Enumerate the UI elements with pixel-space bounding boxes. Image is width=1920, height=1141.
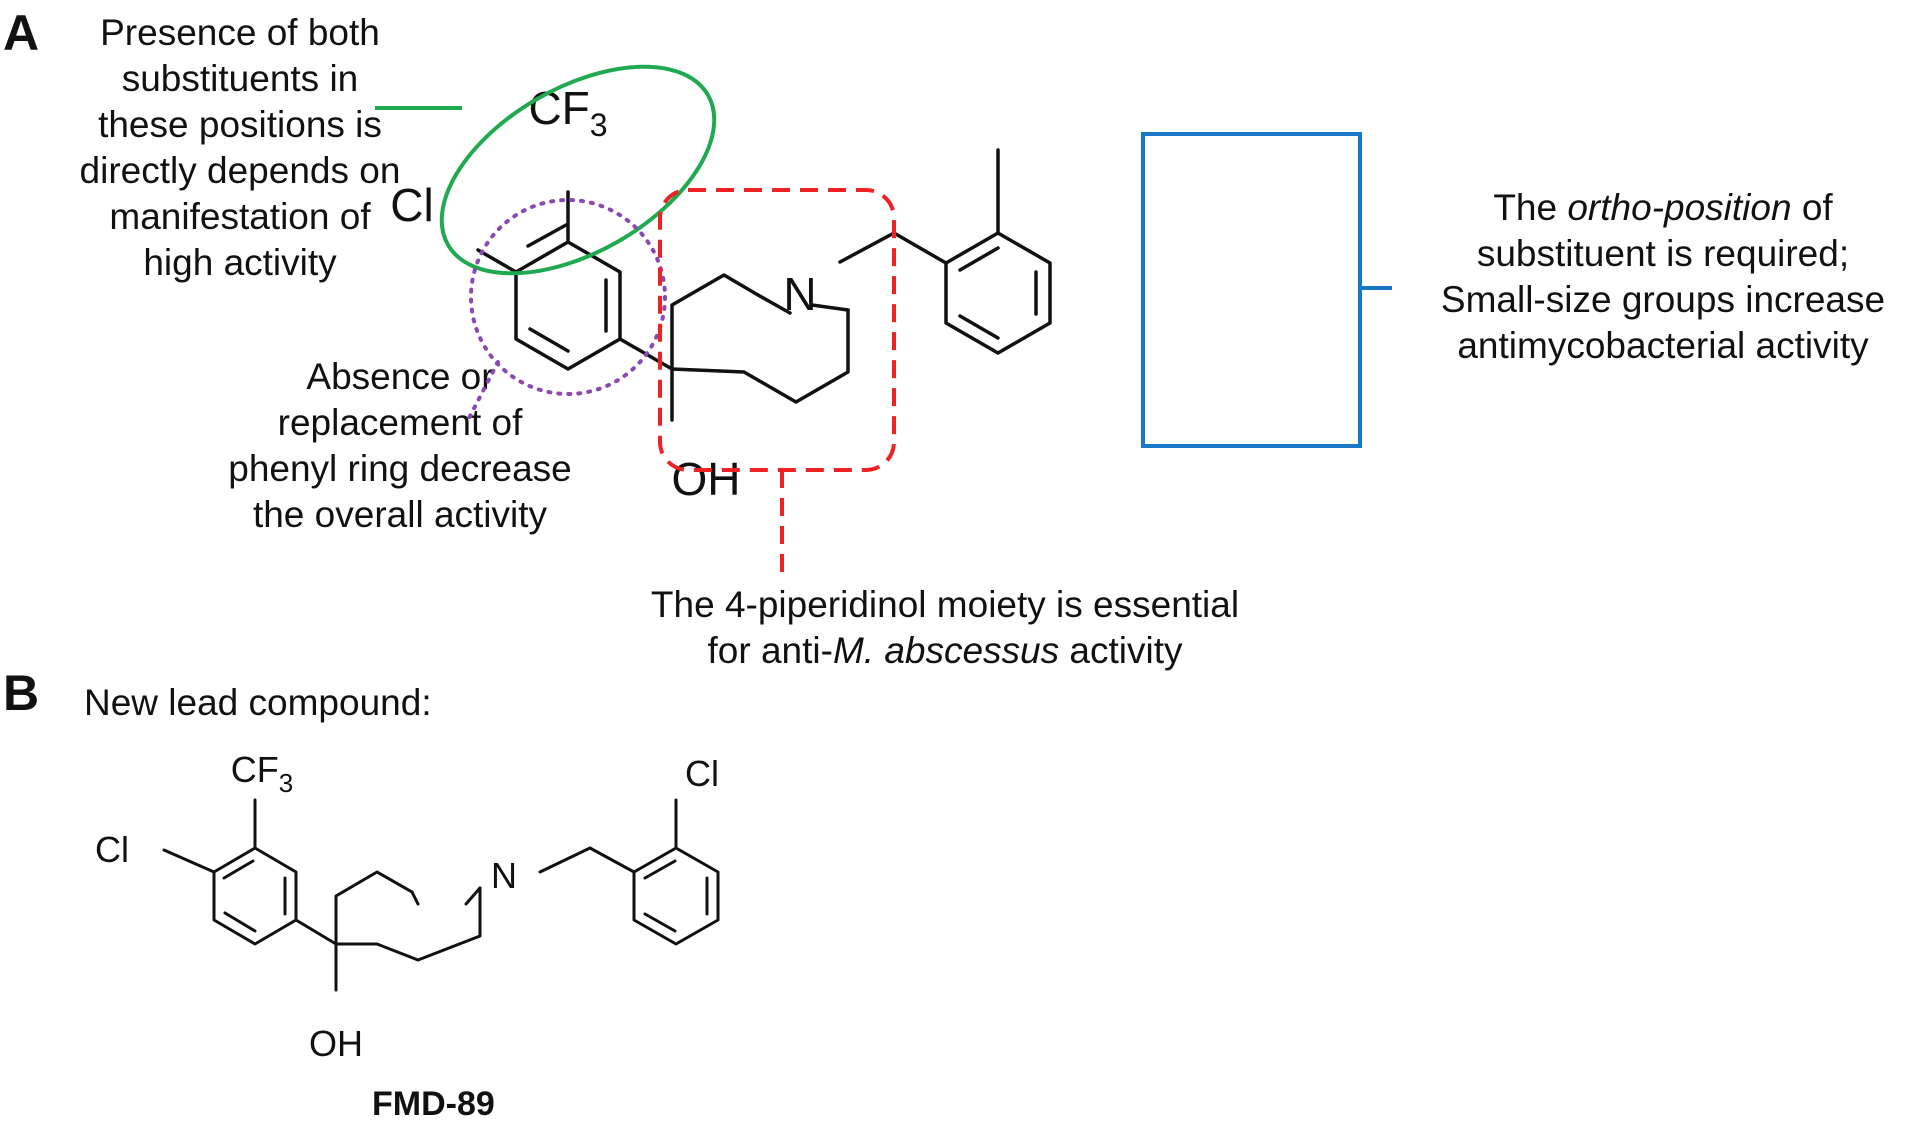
panel-b-molecule [162, 798, 720, 992]
b-phenyl-c4-bond [294, 918, 338, 946]
a-tolyl-ring-bonds [944, 231, 1052, 355]
b-n-label: N [491, 855, 517, 896]
b-aryl-inner-bonds [643, 859, 709, 933]
a-cf-text: CF [528, 82, 589, 134]
b-cl-right-label: Cl [685, 753, 719, 794]
ortho-annotation: The ortho-position of substituent is req… [1408, 185, 1918, 369]
a-piperidine-bonds [670, 273, 850, 404]
a-n-label: N [783, 268, 816, 320]
ortho-line1-italic: ortho-position [1567, 187, 1792, 228]
substituents-annotation: Presence of both substituents in these p… [79, 12, 401, 283]
b-oh-label: OH [309, 1023, 363, 1064]
a-tolyl-inner-bonds [958, 246, 1038, 340]
panel-b-letter: B [3, 665, 40, 721]
piperidinol-line2-suffix: activity [1059, 630, 1183, 671]
piperidinol-line2-prefix: for anti- [707, 630, 833, 671]
tolyl-highlight [1141, 132, 1392, 448]
panel-a-molecule [476, 148, 1052, 422]
b-piperidine-bonds [334, 870, 482, 962]
piperidinol-annotation: The 4-piperidinol moiety is essential fo… [585, 582, 1305, 674]
b-piperidine-n-bond2 [464, 886, 482, 906]
a-piperidine-n-bond1 [756, 293, 792, 315]
a-phenyl-inner-bonds [526, 223, 608, 353]
panel-a-letter: A [3, 5, 40, 61]
ortho-line1-prefix: The [1493, 187, 1568, 228]
b-aryl-ring-bonds [632, 846, 720, 946]
ortho-annotation-line1: The ortho-position of [1408, 185, 1918, 231]
b-cf-label: CF3 [231, 749, 293, 798]
compound-name: FMD-89 [372, 1085, 495, 1123]
ortho-line1-suffix: of [1791, 187, 1833, 228]
tolyl-box [1141, 132, 1362, 448]
piperidinol-dashed-box [658, 188, 896, 472]
b-phenyl-inner-bonds [222, 859, 287, 933]
b-cf-text: CF [231, 749, 279, 790]
a-cl-label: Cl [390, 179, 433, 231]
piperidinol-highlight [658, 188, 896, 578]
a-piperidine-n-bond2 [810, 303, 850, 312]
phenyl-dotted-circle [469, 198, 667, 396]
substituent-highlight [375, 64, 717, 276]
a-cl-bond [476, 248, 518, 274]
piperidinol-line2-species: M. abscessus [832, 630, 1060, 671]
b-cl-bond [162, 848, 216, 874]
panel-b-heading: New lead compound: [84, 682, 432, 723]
phenyl-leader-line [466, 360, 500, 422]
b-cf-subscript: 3 [279, 768, 293, 798]
a-cf-label: CF3 [528, 82, 607, 143]
piperidinol-annotation-line1: The 4-piperidinol moiety is essential [650, 584, 1240, 625]
a-oh-label: OH [672, 453, 741, 505]
ortho-annotation-rest: substituent is required; Small-size grou… [1440, 233, 1886, 366]
b-n-ch2-bond [538, 846, 636, 874]
b-piperidine-n-bond1 [410, 890, 420, 906]
phenyl-highlight [466, 198, 667, 422]
b-cl-left-label: Cl [95, 829, 129, 870]
phenyl-annotation: Absence or replacement of phenyl ring de… [228, 356, 572, 535]
piperidinol-annotation-line2: for anti-M. abscessus activity [585, 628, 1305, 674]
substituent-ellipse [439, 64, 717, 276]
a-cf-subscript: 3 [590, 107, 608, 143]
